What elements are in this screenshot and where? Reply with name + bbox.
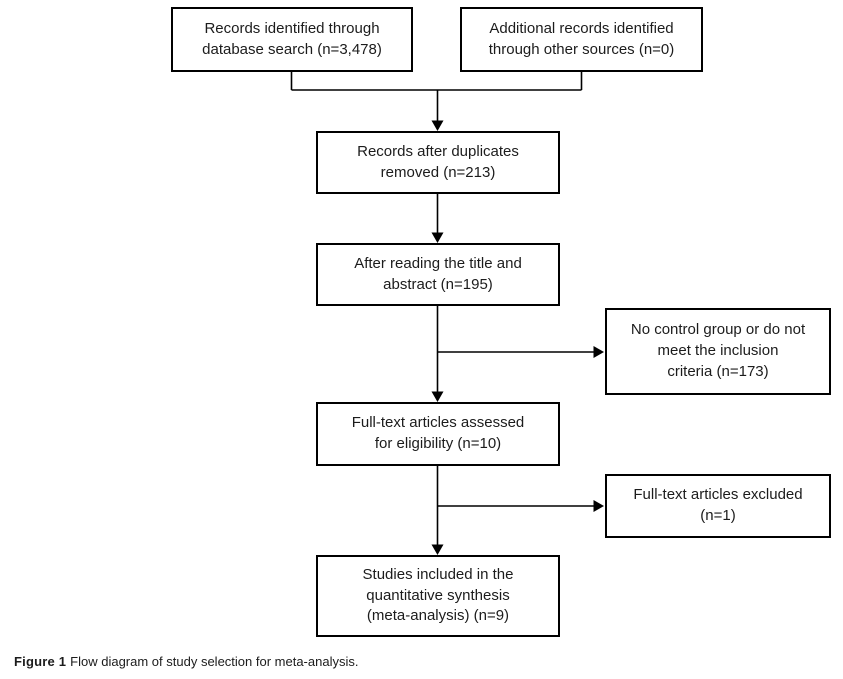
flow-box-fulltext-excluded: Full-text articles excluded (n=1) — [605, 474, 831, 538]
arrowhead-down-icon — [431, 544, 444, 555]
arrowhead-right-icon — [593, 500, 604, 512]
arrowhead-down-icon — [431, 232, 444, 243]
flow-box-records-database: Records identified through database sear… — [171, 7, 413, 72]
arrowhead-right-icon — [593, 346, 604, 358]
flow-box-excluded-no-control-group: No control group or do not meet the incl… — [605, 308, 831, 395]
flow-box-after-duplicates: Records after duplicates removed (n=213) — [316, 131, 560, 194]
arrowhead-down-icon — [431, 391, 444, 402]
flow-box-records-other-sources: Additional records identified through ot… — [460, 7, 703, 72]
flow-box-title-abstract-screening: After reading the title and abstract (n=… — [316, 243, 560, 306]
flow-box-fulltext-assessed: Full-text articles assessed for eligibil… — [316, 402, 560, 466]
figure-caption-label: Figure 1 — [14, 654, 67, 669]
flow-box-included-synthesis: Studies included in the quantitative syn… — [316, 555, 560, 637]
arrowhead-down-icon — [431, 120, 444, 131]
figure-caption-text: Flow diagram of study selection for meta… — [70, 654, 359, 669]
